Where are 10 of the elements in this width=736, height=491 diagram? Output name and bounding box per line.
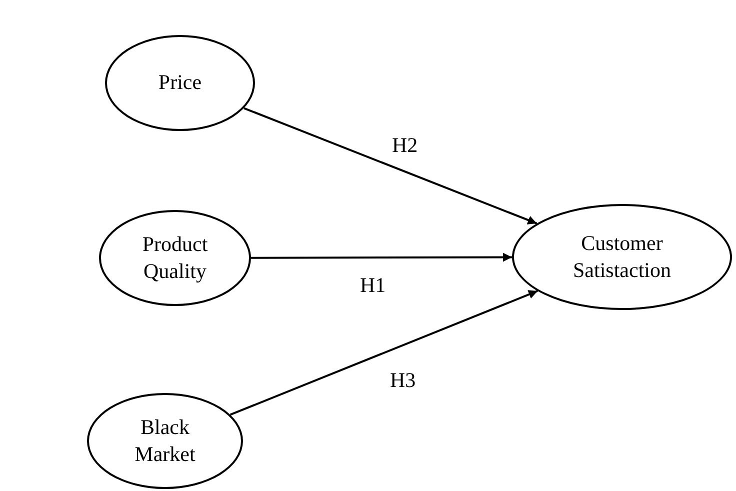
- node-label: Price: [158, 69, 202, 96]
- node-label: Customer Satistaction: [572, 230, 672, 284]
- arrow: [244, 107, 538, 224]
- edge-label: H1: [360, 275, 386, 296]
- arrow: [251, 252, 512, 262]
- edge-label: H2: [392, 135, 418, 156]
- node-label: Black Market: [134, 414, 196, 468]
- edge-label: H3: [390, 370, 416, 391]
- arrow: [230, 290, 538, 416]
- node-label: Product Quality: [141, 230, 209, 285]
